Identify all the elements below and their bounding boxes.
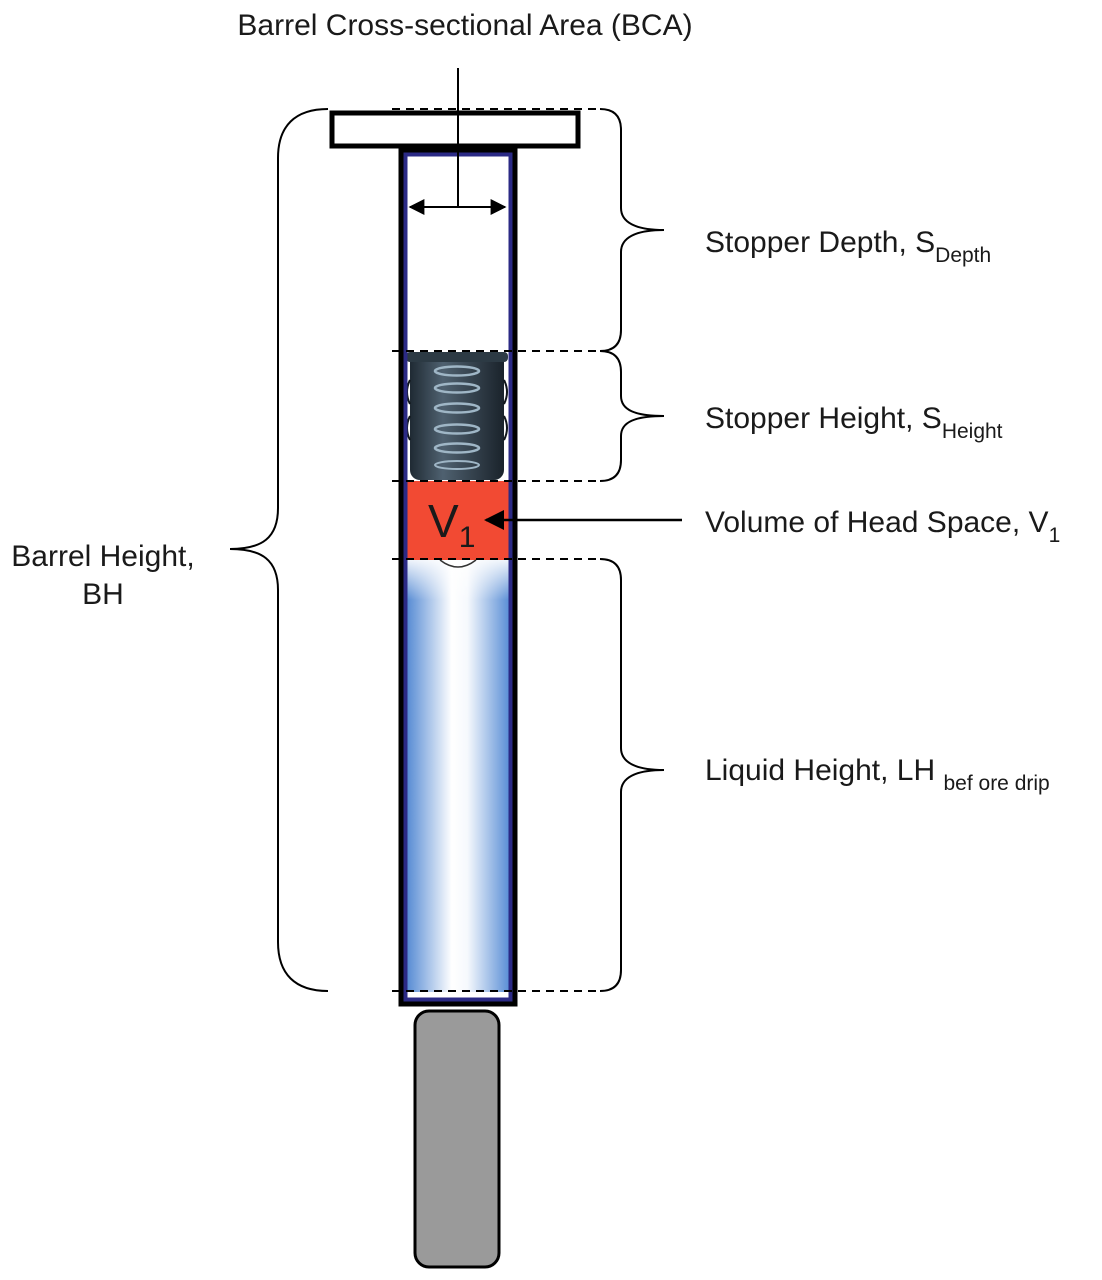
stopper-height-label: Stopper Height, SHeight (705, 402, 1003, 443)
barrel-flange (329, 110, 581, 149)
meniscus-curve (439, 559, 477, 568)
brace-barrel-height (229, 108, 329, 992)
brace-liquid-height (599, 558, 665, 992)
brace-stopper-depth (599, 108, 665, 352)
bca-label: Barrel Cross-sectional Area (BCA) (237, 9, 692, 42)
barrel-height-label-line1: Barrel Height, (11, 540, 194, 573)
liquid-height-label: Liquid Height, LH bef ore drip (705, 754, 1050, 795)
stopper-image (406, 352, 508, 480)
barrel-height-label-line2: BH (82, 578, 124, 611)
brace-stopper-height (599, 350, 665, 482)
plunger-rod (413, 1009, 501, 1269)
liquid-meniscus-highlight (405, 560, 509, 600)
v1-box-label: V1 (428, 495, 475, 554)
liquid (405, 560, 509, 992)
head-space-label: Volume of Head Space, V1 (705, 506, 1060, 547)
stopper-depth-label: Stopper Depth, SDepth (705, 226, 991, 267)
